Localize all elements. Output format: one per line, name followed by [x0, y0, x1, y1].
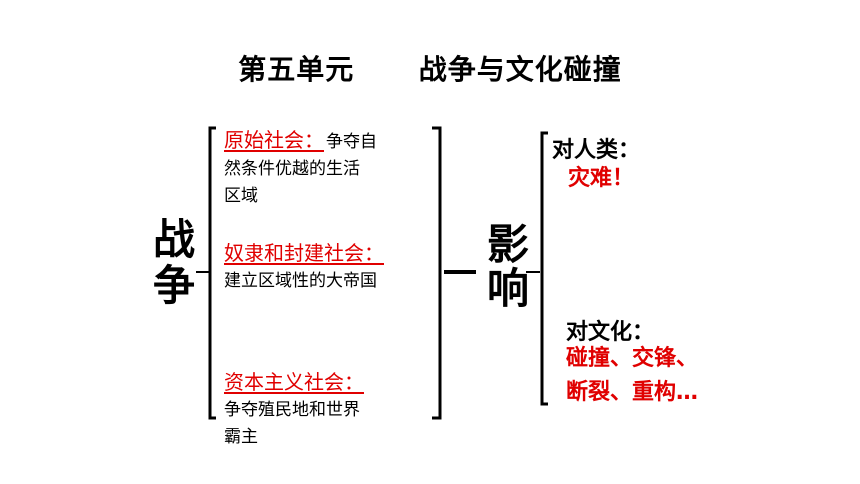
impact-culture-heading: 对文化： — [566, 320, 655, 345]
war-char-1: 战 — [153, 215, 196, 264]
impact-bracket — [540, 131, 548, 406]
impact-char-2: 响 — [487, 264, 530, 313]
impact-culture-values: 碰撞、交锋、 断裂、重构… — [566, 342, 698, 410]
page-title: 第五单元 战争与文化碰撞 — [238, 53, 622, 86]
era-desc-line: 区域 — [224, 186, 258, 206]
era-capitalist: 资本主义社会： 争夺殖民地和世界 霸主 — [224, 366, 434, 451]
era-desc-line: 争夺殖民地和世界 — [224, 400, 360, 420]
left-bracket — [208, 126, 216, 420]
era-heading: 原始社会： — [224, 128, 324, 152]
era-heading: 资本主义社会： — [224, 370, 364, 394]
era-slave-feudal: 奴隶和封建社会： 建立区域性的大帝国 — [224, 237, 434, 295]
era-desc-line: 建立区域性的大帝国 — [224, 271, 377, 291]
era-desc-line: 然条件优越的生活 — [224, 159, 360, 179]
era-heading: 奴隶和封建社会： — [224, 241, 384, 265]
war-char-2: 争 — [153, 261, 196, 310]
impact-culture-line: 断裂、重构… — [566, 380, 699, 405]
impact-humanity-heading: 对人类： — [552, 138, 641, 163]
impact-culture-line: 碰撞、交锋、 — [566, 346, 699, 371]
era-desc-line: 霸主 — [224, 427, 258, 447]
era-primitive: 原始社会： 争夺自 然条件优越的生活 区域 — [224, 124, 434, 210]
impact-char-1: 影 — [487, 220, 530, 269]
impact-humanity-value: 灾难！ — [568, 166, 635, 191]
era-desc-line: 争夺自 — [326, 132, 377, 152]
eras-right-bracket — [432, 126, 442, 420]
